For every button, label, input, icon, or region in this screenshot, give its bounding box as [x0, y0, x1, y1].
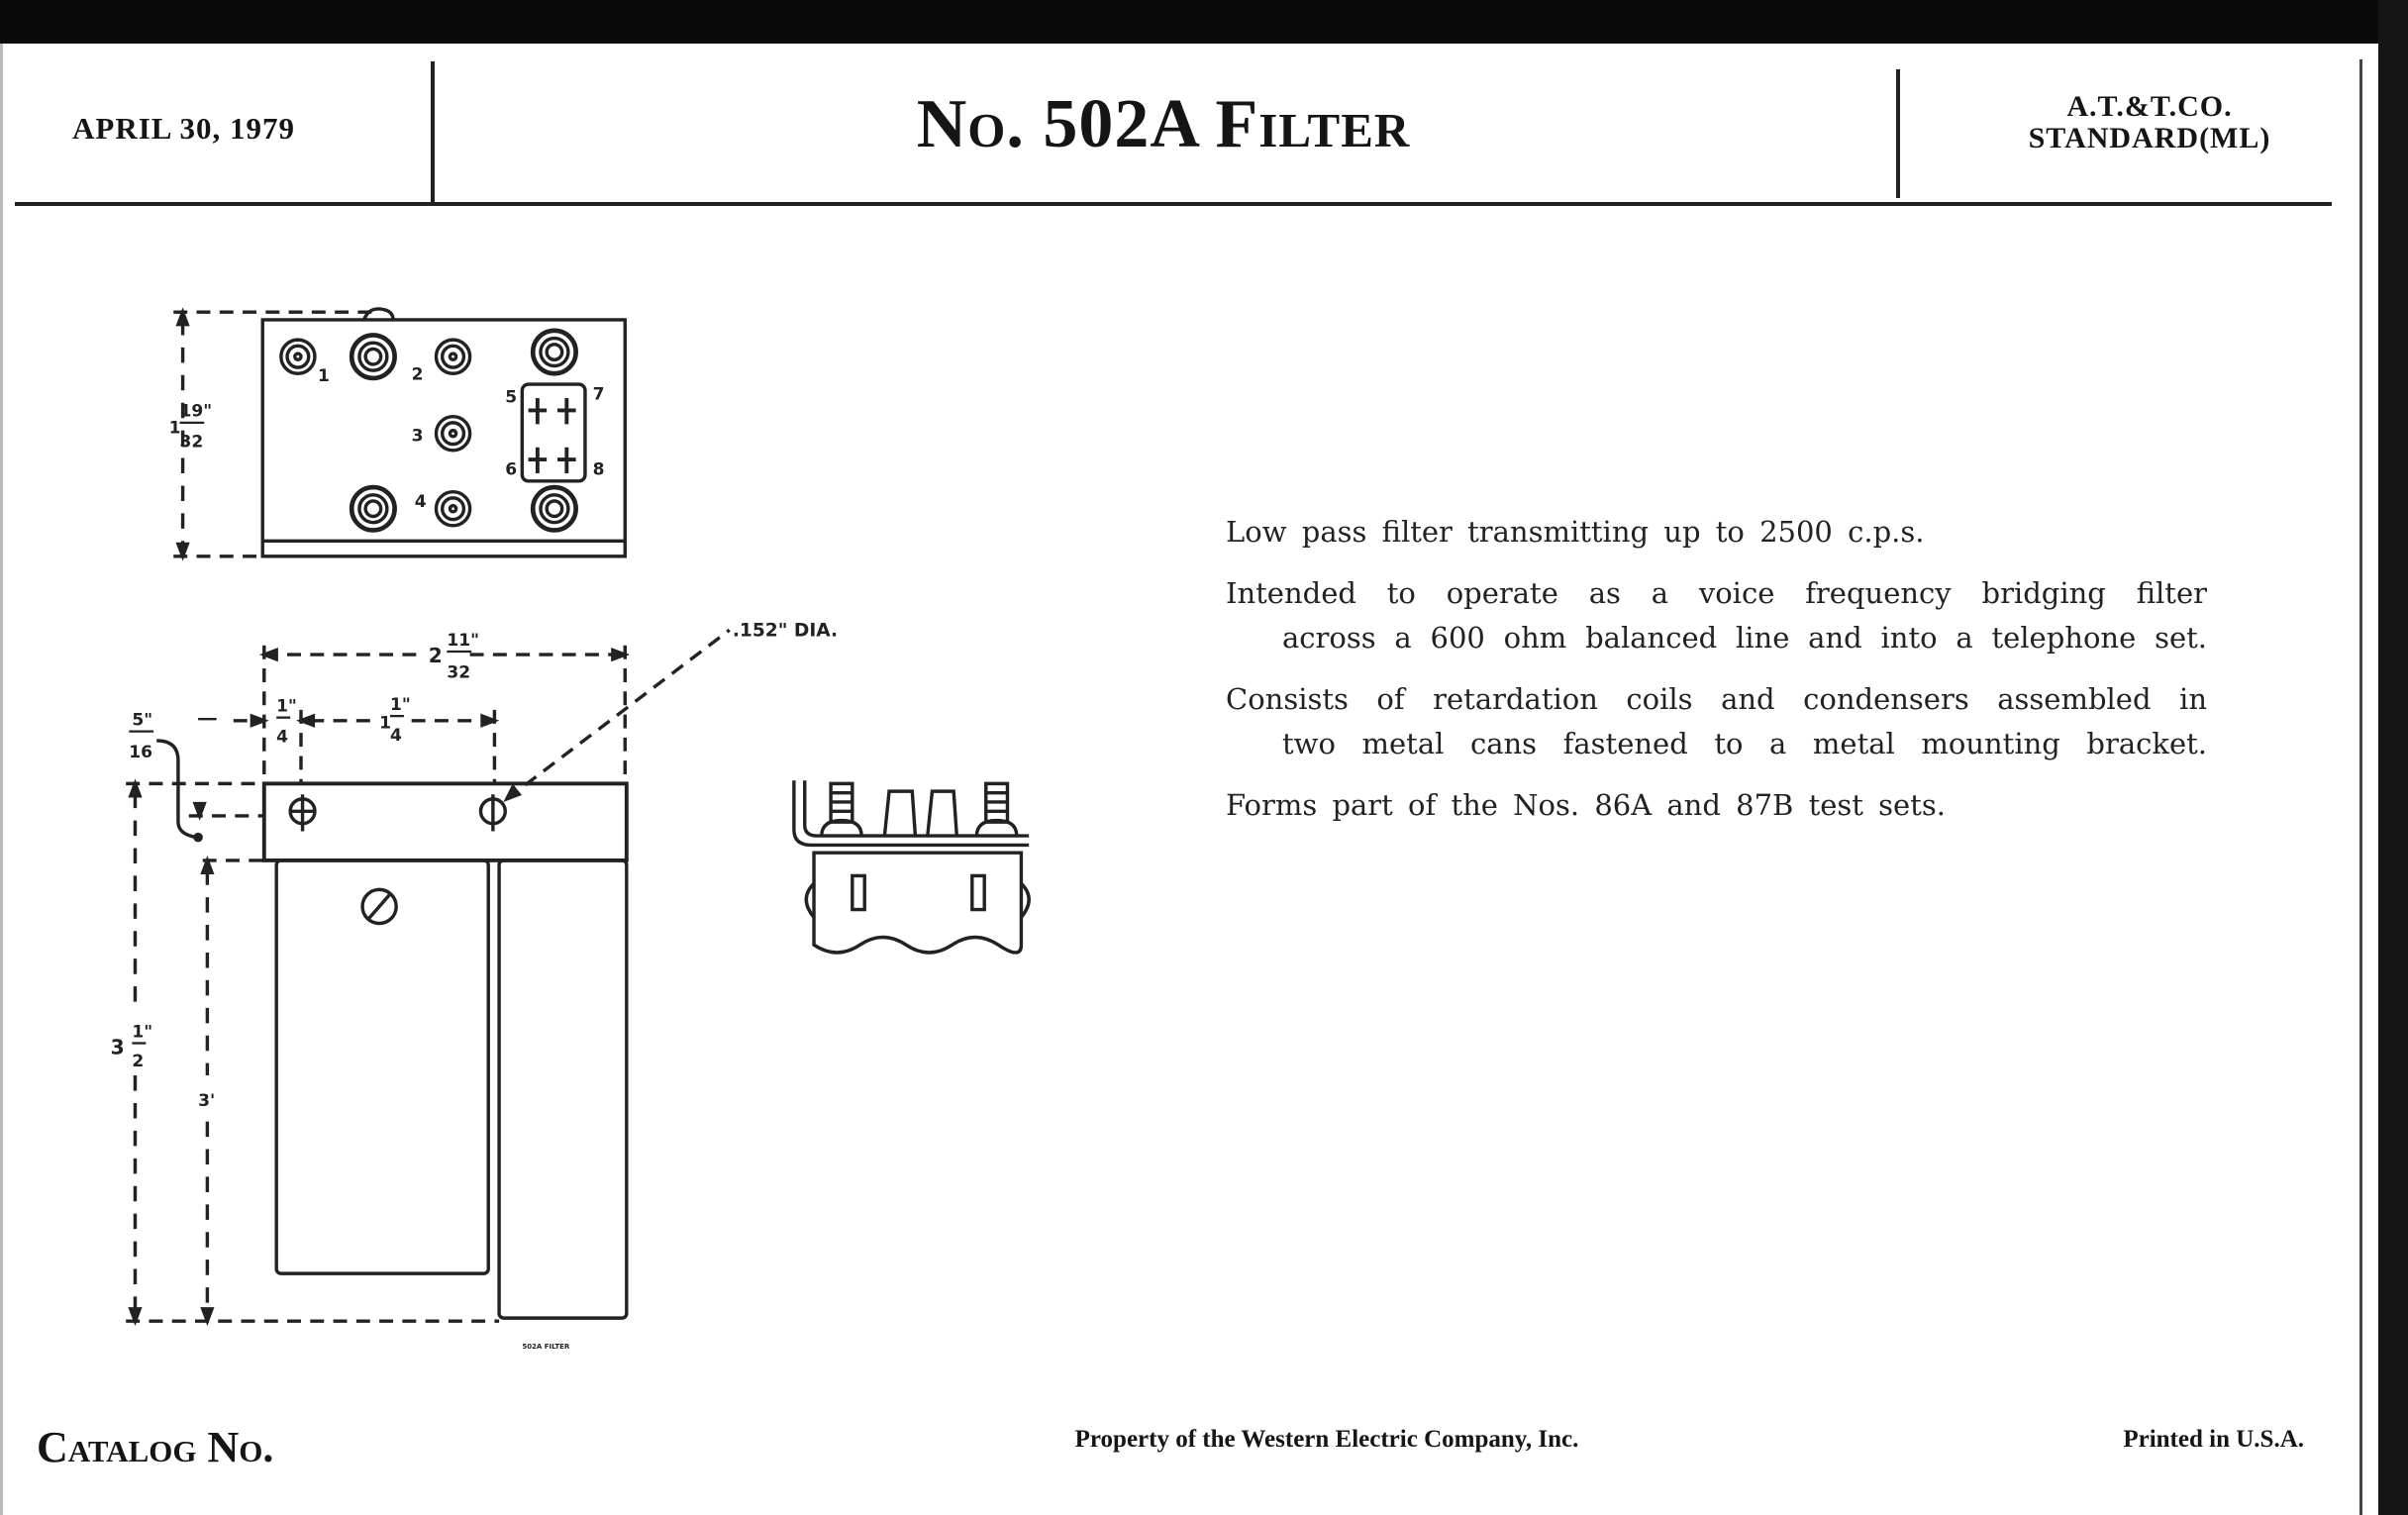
terminal-label: 3: [412, 426, 424, 446]
card-left-edge: [0, 44, 3, 1515]
large-terminal-icon: [349, 484, 397, 533]
mounting-hole-icon: [288, 794, 317, 832]
dim-can-height: 3': [198, 1091, 215, 1111]
dim-numerator: 1": [132, 1022, 152, 1042]
terminal-label: 7: [593, 385, 605, 405]
dim-numerator: 11": [447, 631, 479, 651]
card-edge: [2359, 59, 2362, 1515]
terminal-label: 1: [318, 366, 330, 386]
filter-can-right: [497, 858, 629, 1320]
dim-numerator: 19": [179, 402, 212, 422]
large-terminal-icon: [530, 328, 578, 376]
description-line: Low pass filter transmitting up to 2500 …: [1226, 515, 1925, 549]
standard-label: A.T.&T.CO. STANDARD(ML): [1970, 91, 2329, 154]
header-separator-left: [431, 61, 435, 204]
small-terminal-icon: [434, 489, 472, 528]
terminal-label: 2: [412, 364, 424, 384]
mounting-hole-icon: [478, 794, 507, 832]
large-terminal-icon: [530, 484, 578, 533]
dim-denominator: 32: [447, 662, 470, 682]
dim-whole: 1: [169, 419, 181, 439]
page-title: No. 502A Filter: [916, 86, 1411, 162]
dim-whole: 3: [111, 1035, 125, 1059]
small-terminal-icon: [279, 338, 317, 375]
issue-date: APRIL 30, 1979: [72, 111, 295, 146]
product-description: Low pass filter transmitting up to 2500 …: [1226, 515, 2207, 850]
terminal-label: 5: [505, 388, 517, 408]
dim-denominator: 4: [276, 727, 288, 747]
side-view: [792, 780, 1031, 955]
top-view-outline: [260, 318, 627, 558]
mounting-bracket: [261, 781, 629, 862]
description-paragraph: Forms part of the Nos. 86A and 87B test …: [1226, 788, 2207, 833]
description-paragraph: Consists of retardation coils and conden…: [1226, 682, 2207, 771]
dim-denominator: 4: [390, 726, 402, 746]
terminal-label: 8: [593, 460, 605, 480]
top-view: [173, 307, 627, 561]
company-name: A.T.&T.CO.: [2066, 90, 2233, 123]
description-paragraph: Low pass filter transmitting up to 2500 …: [1226, 515, 2207, 559]
small-terminal-icon: [434, 414, 472, 453]
dim-whole: 1: [379, 714, 391, 734]
dim-denominator: 2: [132, 1052, 144, 1071]
drawing-caption: 502A FILTER: [522, 1343, 570, 1351]
dim-denominator: 16: [129, 743, 152, 762]
description-line: Consists of retardation coils and conden…: [1226, 682, 2207, 716]
description-line: across a 600 ohm balanced line and into …: [1282, 621, 2207, 655]
terminal-label: 4: [415, 492, 427, 512]
catalog-number-label: Catalog No.: [37, 1423, 274, 1471]
scan-right-border: [2378, 0, 2408, 1515]
header-separator-right: [1896, 69, 1900, 198]
large-terminal-icon: [349, 333, 397, 381]
dim-numerator: 1": [276, 696, 297, 716]
scan-top-border: [0, 0, 2408, 44]
screw-icon: [360, 887, 398, 926]
terminal-label: 6: [505, 460, 517, 480]
header-divider: [15, 202, 2332, 206]
description-paragraph: Intended to operate as a voice frequency…: [1226, 576, 2207, 665]
dim-numerator: 1": [390, 695, 411, 715]
printed-notice: Printed in U.S.A.: [2123, 1426, 2304, 1453]
hole-diameter-label: .152" DIA.: [733, 620, 838, 641]
description-line: Intended to operate as a voice frequency…: [1226, 576, 2207, 610]
jack-block: [520, 382, 587, 483]
dim-denominator: 32: [179, 433, 203, 453]
description-line: Forms part of the Nos. 86A and 87B test …: [1226, 788, 1946, 822]
front-view: [126, 628, 731, 1327]
standard-designation: STANDARD(ML): [2028, 122, 2271, 154]
jack-contact-icon: [528, 398, 576, 474]
dim-numerator: 5": [132, 710, 152, 730]
small-terminal-icon: [434, 338, 472, 375]
dim-whole: 2: [429, 644, 443, 667]
filter-can-left: [274, 858, 490, 1275]
property-notice: Property of the Western Electric Company…: [1074, 1426, 1579, 1453]
description-line: two metal cans fastened to a metal mount…: [1282, 727, 2207, 760]
